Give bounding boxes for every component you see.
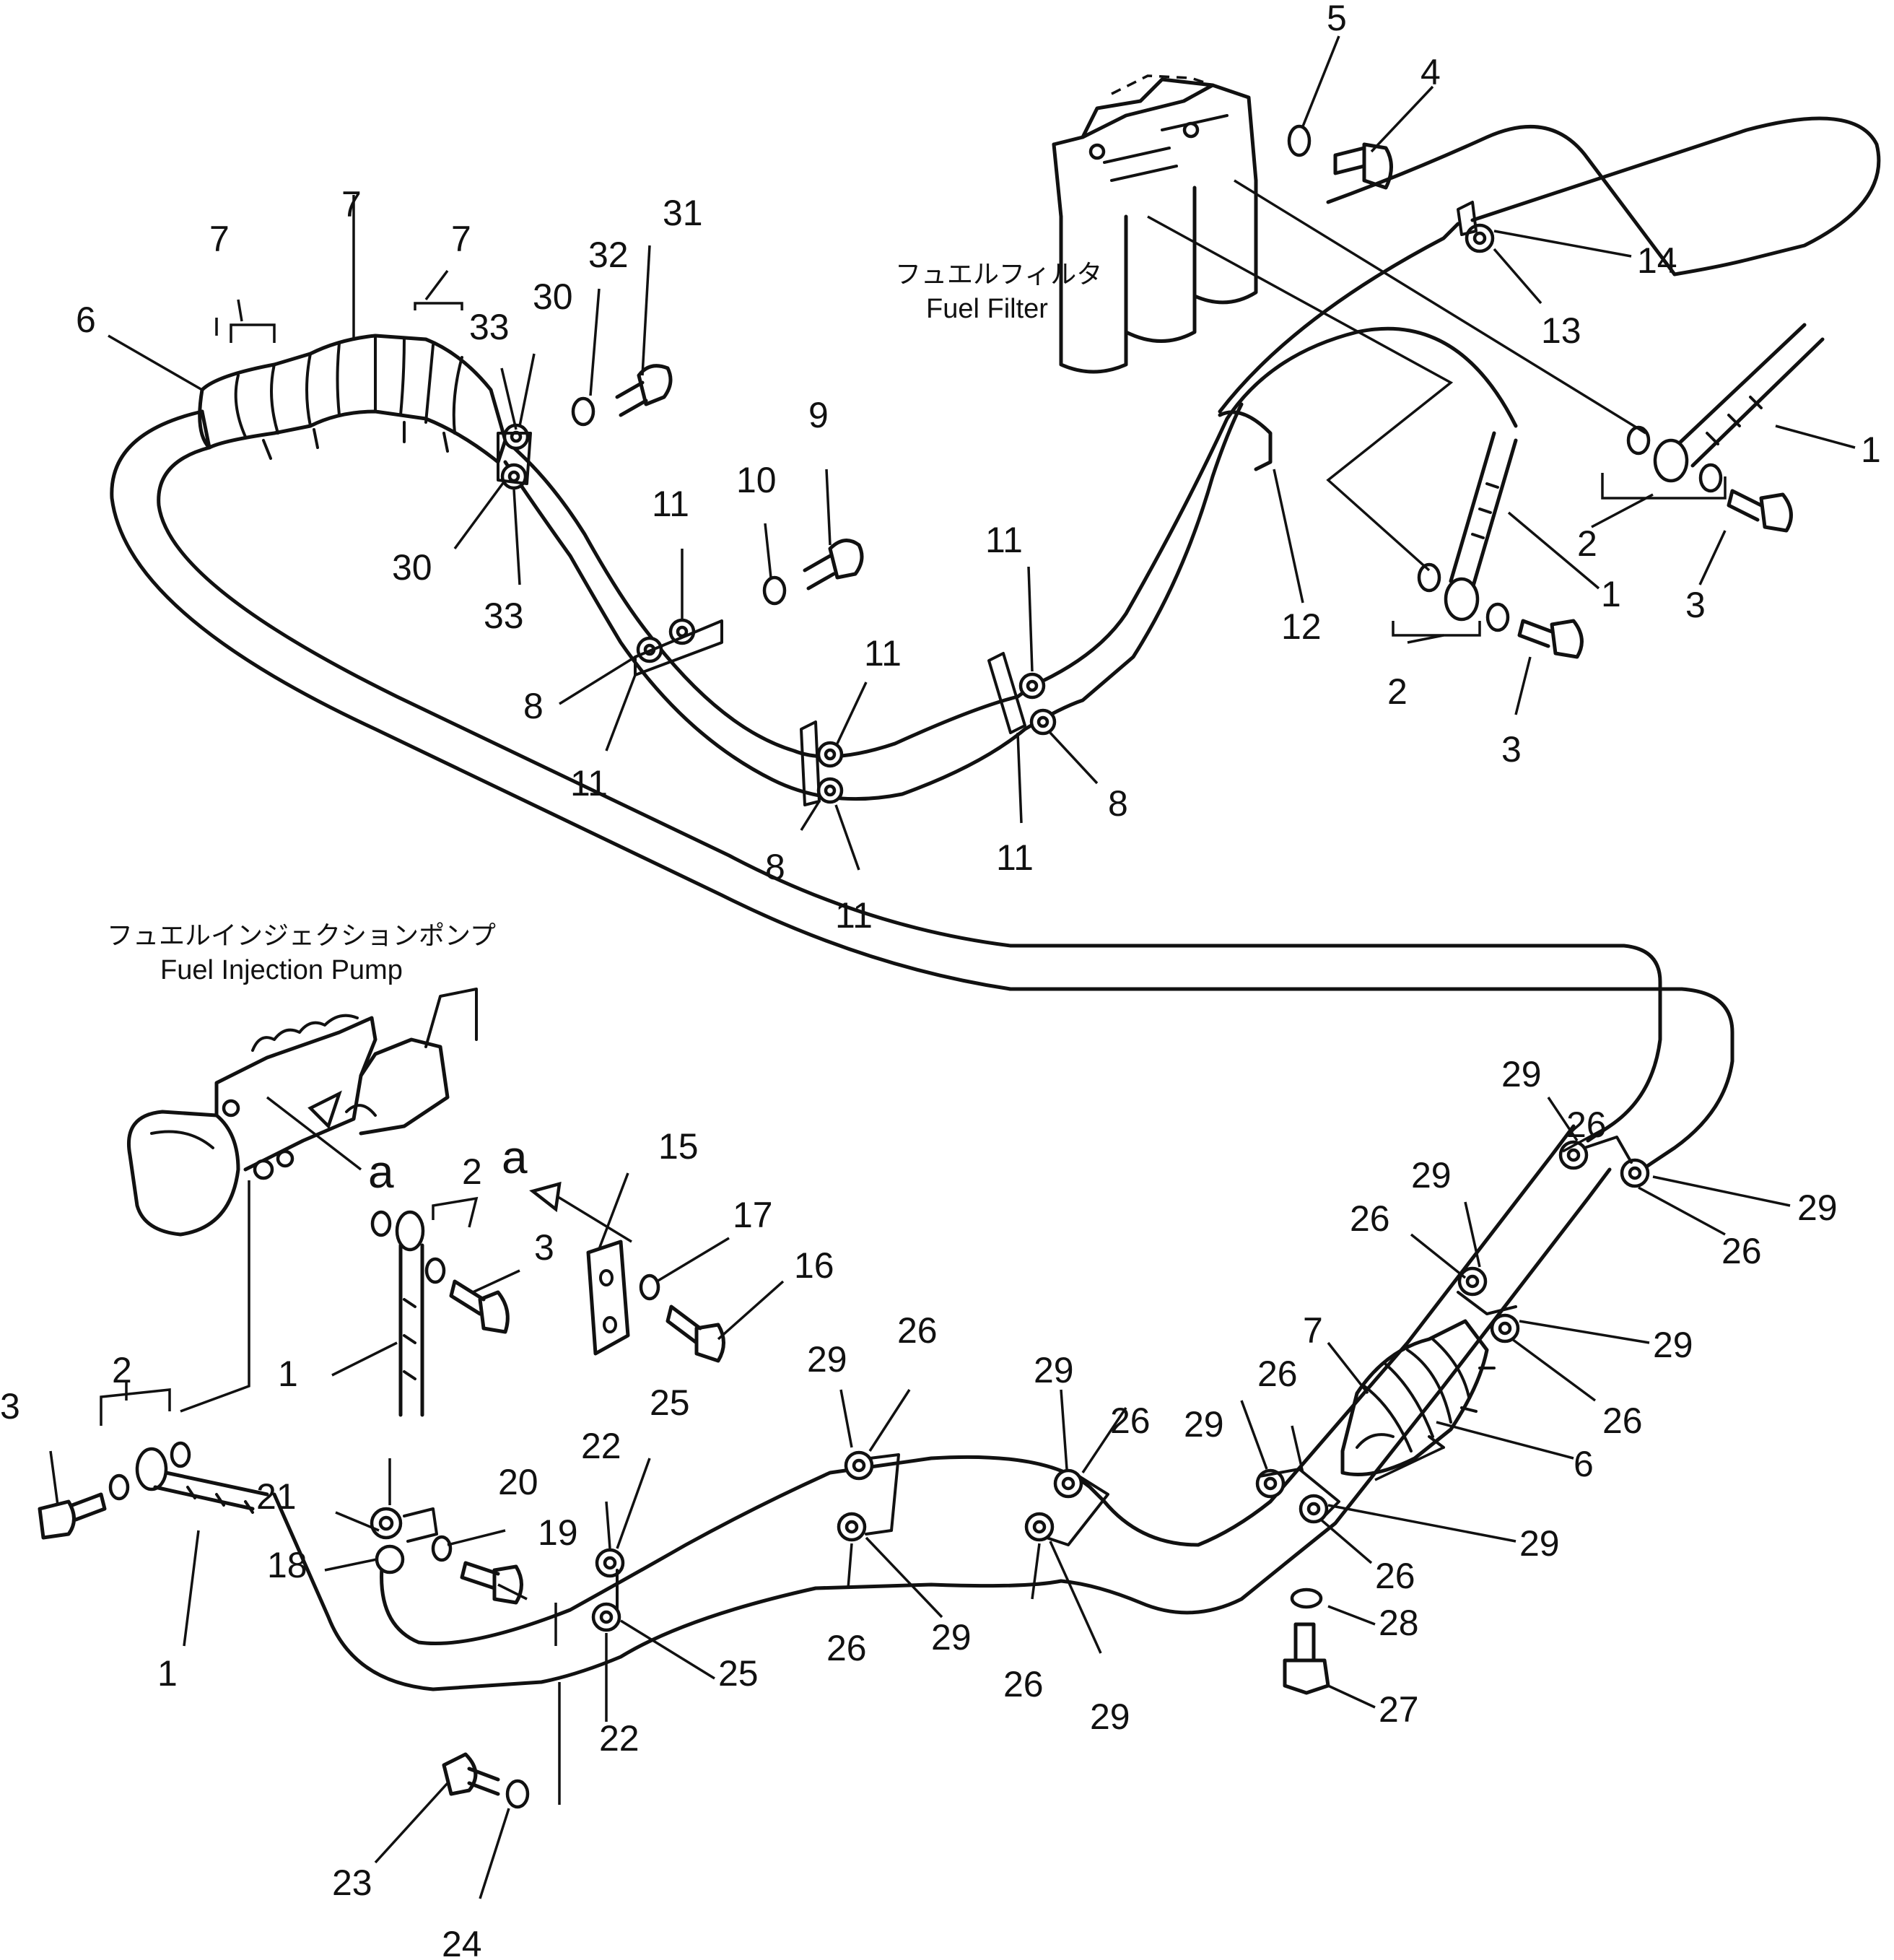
fuel-filter (1052, 74, 1258, 374)
callout-7: 7 (451, 219, 471, 259)
callout-29: 29 (1501, 1054, 1542, 1094)
callout-29: 29 (1411, 1155, 1452, 1195)
callout-27: 27 (1379, 1689, 1419, 1730)
callout-4: 4 (1420, 52, 1441, 92)
fuel-hose-lower (272, 1124, 1612, 1691)
view-marker-a-bracket: a (502, 1131, 528, 1183)
callout-22: 22 (599, 1718, 640, 1759)
callout-1: 1 (1861, 430, 1881, 470)
callout-23: 23 (332, 1863, 372, 1903)
callout-31: 31 (663, 193, 703, 233)
fuel-injection-pump-label-en: Fuel Injection Pump (160, 955, 403, 985)
hardware (38, 124, 1825, 1809)
callout-1: 1 (278, 1354, 298, 1394)
callout-8: 8 (765, 847, 785, 887)
callout-3: 3 (1501, 729, 1522, 770)
callout-12: 12 (1281, 606, 1322, 647)
callout-33: 33 (469, 307, 510, 347)
callout-2: 2 (1387, 671, 1408, 712)
callout-29: 29 (931, 1617, 972, 1658)
callout-11: 11 (835, 895, 873, 936)
callout-3: 3 (1685, 585, 1706, 625)
callout-17: 17 (733, 1195, 773, 1235)
fuel-filter-label-jp: フュエルフィルタ (895, 260, 1102, 289)
callout-11: 11 (996, 837, 1034, 878)
callout-7: 7 (341, 184, 362, 225)
callout-11: 11 (570, 763, 608, 803)
callout-29: 29 (1184, 1404, 1224, 1445)
protector-sleeve-top (198, 334, 507, 464)
callout-29: 29 (1090, 1697, 1130, 1737)
callout-25: 25 (718, 1653, 759, 1694)
fuel-injection-pump (127, 988, 478, 1237)
callout-29: 29 (1034, 1350, 1074, 1390)
callout-8: 8 (1108, 783, 1128, 824)
callout-29: 29 (1519, 1523, 1560, 1564)
callout-11: 11 (985, 520, 1023, 560)
callout-26: 26 (826, 1628, 867, 1668)
callout-10: 10 (736, 460, 777, 500)
callout-26: 26 (1110, 1401, 1151, 1441)
fuel-hose-upper-long (110, 409, 1734, 1179)
callout-33: 33 (484, 596, 524, 636)
callout-1: 1 (157, 1653, 178, 1694)
callout-6: 6 (76, 300, 96, 340)
callout-9: 9 (808, 395, 829, 435)
callout-20: 20 (498, 1462, 538, 1502)
leader-lines (49, 35, 1856, 1899)
fuel-filter-label-en: Fuel Filter (926, 294, 1048, 324)
callout-3: 3 (0, 1386, 20, 1427)
callout-26: 26 (1350, 1198, 1390, 1239)
callout-18: 18 (267, 1545, 307, 1585)
callout-26: 26 (1721, 1231, 1762, 1271)
callout-14: 14 (1637, 240, 1677, 281)
callout-26: 26 (1375, 1556, 1415, 1596)
callout-2: 2 (112, 1350, 132, 1390)
callout-2: 2 (462, 1151, 482, 1192)
callout-13: 13 (1541, 310, 1581, 351)
callout-30: 30 (533, 276, 573, 317)
callout-28: 28 (1379, 1603, 1419, 1643)
callout-26: 26 (1257, 1354, 1298, 1394)
callout-11: 11 (864, 633, 902, 674)
clamps (370, 201, 1650, 1632)
callout-26: 26 (1003, 1664, 1044, 1704)
callout-25: 25 (650, 1382, 690, 1423)
callout-29: 29 (1797, 1188, 1838, 1228)
callout-19: 19 (538, 1512, 578, 1553)
protector-sleeve-bottom (1340, 1319, 1496, 1476)
callout-15: 15 (658, 1126, 699, 1167)
callout-6: 6 (1574, 1444, 1594, 1484)
callout-30: 30 (392, 547, 432, 588)
callout-21: 21 (256, 1476, 297, 1517)
callout-26: 26 (1602, 1401, 1643, 1441)
fuel-injection-pump-label-jp: フュエルインジェクションポンプ (107, 921, 496, 951)
callout-2: 2 (1577, 523, 1597, 564)
callout-8: 8 (523, 686, 544, 726)
callout-24: 24 (442, 1924, 482, 1960)
callout-11: 11 (652, 484, 689, 524)
callout-7: 7 (209, 219, 230, 259)
callout-5: 5 (1327, 0, 1347, 38)
callout-29: 29 (807, 1339, 847, 1380)
view-marker-a-pump: a (368, 1146, 394, 1198)
callout-22: 22 (581, 1426, 621, 1466)
callout-32: 32 (588, 235, 629, 275)
callout-7: 7 (1303, 1310, 1323, 1351)
callout-29: 29 (1653, 1325, 1693, 1365)
callout-3: 3 (534, 1227, 554, 1268)
callout-1: 1 (1601, 574, 1621, 614)
callout-16: 16 (794, 1245, 834, 1286)
callout-26: 26 (1566, 1105, 1607, 1145)
callout-26: 26 (897, 1310, 938, 1351)
